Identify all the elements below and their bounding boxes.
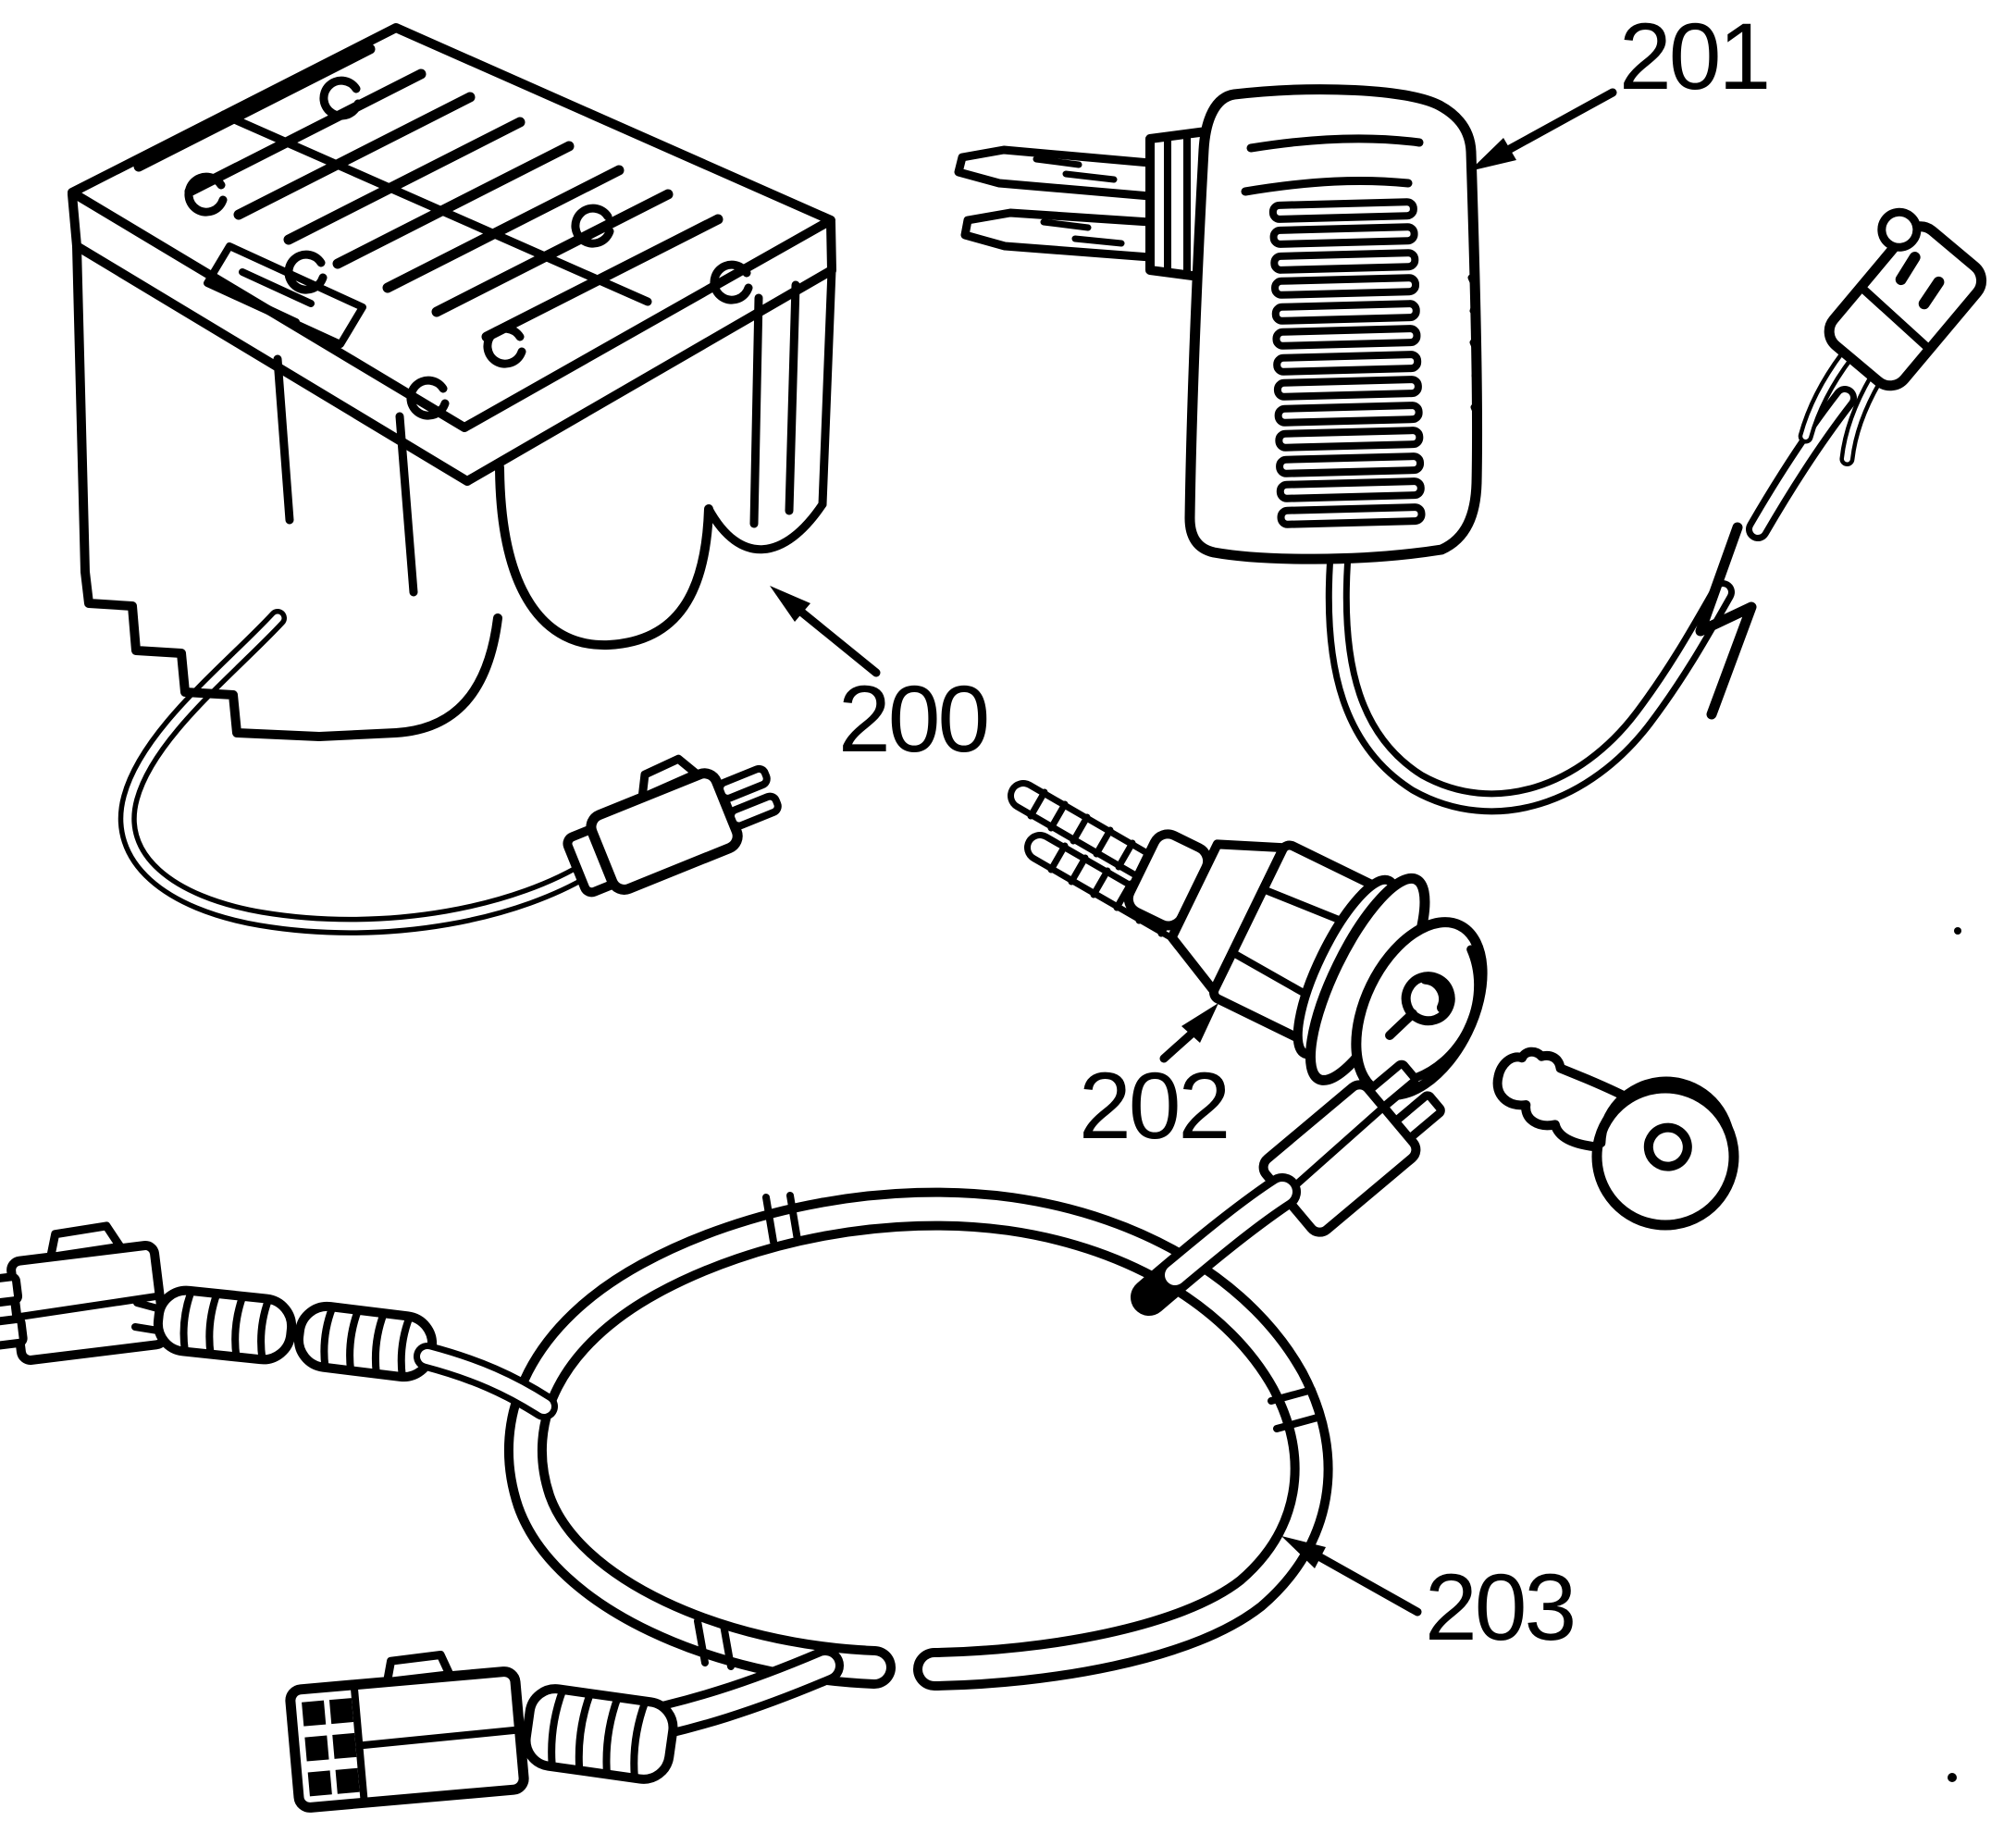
harness-ring-core bbox=[513, 1196, 1324, 1681]
connector-latch bbox=[1877, 207, 1922, 252]
sleeve-ribs bbox=[320, 1304, 414, 1381]
charger-illustration bbox=[954, 84, 1987, 815]
label-201-arrowhead bbox=[1469, 138, 1516, 171]
cable-break-symbol bbox=[1695, 522, 1757, 720]
label-200-arrowhead bbox=[770, 586, 810, 622]
battery-label-scribble bbox=[233, 268, 315, 326]
charger-top-lines bbox=[1241, 134, 1424, 196]
boot-body bbox=[521, 1684, 678, 1784]
harness-left-connector bbox=[0, 1221, 169, 1365]
key-switch-illustration bbox=[1008, 780, 1488, 1100]
battery-illustration bbox=[68, 23, 836, 935]
battery-wire-core bbox=[123, 613, 597, 931]
label-200: 200 bbox=[838, 666, 987, 772]
pin-grid bbox=[302, 1698, 360, 1797]
battery-right-panel bbox=[749, 266, 836, 528]
battery-cell-cylinder bbox=[495, 463, 713, 650]
sleeve-body bbox=[293, 1301, 438, 1382]
wiring-harness-illustration bbox=[0, 1059, 1445, 1813]
plug-block-lines bbox=[1164, 131, 1191, 279]
connector-slots bbox=[1895, 252, 1945, 310]
corrugated-sleeve bbox=[153, 1285, 297, 1365]
harness-top-connector bbox=[1258, 1059, 1445, 1237]
top-branch-tube-core bbox=[1165, 1182, 1292, 1285]
connector-seam bbox=[1280, 1103, 1388, 1200]
label-200-leader bbox=[798, 608, 881, 677]
sleeve-ticks bbox=[694, 1192, 1321, 1670]
charger-prong bbox=[954, 145, 1155, 201]
callout-200: 200 bbox=[770, 586, 990, 772]
connector-latch bbox=[382, 1651, 454, 1687]
print-speck bbox=[1948, 1773, 1957, 1782]
keyhole-shadow bbox=[1419, 972, 1450, 1013]
charger-prong bbox=[960, 208, 1155, 262]
label-203-leader bbox=[1316, 1553, 1422, 1617]
connector-latch bbox=[46, 1221, 125, 1262]
battery-top-slots bbox=[133, 43, 724, 342]
battery-connector-pin bbox=[716, 764, 771, 802]
boot-ribs bbox=[548, 1686, 649, 1781]
connector-wire-tail-core bbox=[1802, 352, 1879, 463]
callout-203: 203 bbox=[1281, 1536, 1577, 1660]
battery-panel-lines bbox=[273, 354, 418, 597]
battery-right-bottom bbox=[704, 500, 827, 554]
connector-seam bbox=[1856, 282, 1934, 353]
battery-connector bbox=[563, 754, 782, 898]
battery-connector-pin bbox=[727, 792, 782, 830]
sleeve-body bbox=[153, 1285, 297, 1365]
label-202-leader bbox=[1159, 1030, 1195, 1063]
battery-left-face-feet bbox=[72, 242, 324, 741]
label-202: 202 bbox=[1079, 1053, 1228, 1158]
label-203-arrowhead bbox=[1281, 1536, 1326, 1568]
battery-wire bbox=[117, 609, 601, 935]
harness-main-connector bbox=[285, 1651, 529, 1813]
callout-202: 202 bbox=[1079, 1003, 1231, 1158]
prong-shading bbox=[1033, 155, 1125, 247]
charger-output-connector bbox=[1798, 207, 1987, 466]
key-head-rim bbox=[1597, 1076, 1734, 1147]
sleeve-ribs bbox=[179, 1287, 273, 1363]
switch-face-rim bbox=[1412, 945, 1483, 1082]
key-illustration bbox=[1492, 1047, 1739, 1231]
connector-pin bbox=[0, 1315, 28, 1354]
battery-connector-latch bbox=[637, 754, 701, 802]
connector-pin bbox=[1392, 1091, 1445, 1142]
label-202-arrowhead bbox=[1181, 1003, 1218, 1043]
print-speck bbox=[1954, 927, 1961, 935]
battery-top-cover bbox=[68, 23, 835, 432]
connector-pin bbox=[0, 1272, 23, 1311]
charger-vents bbox=[1268, 198, 1426, 528]
charger-edge-ribs bbox=[1467, 274, 1482, 444]
corrugated-sleeve bbox=[293, 1301, 438, 1382]
charger-cord-core bbox=[1331, 557, 1728, 809]
harness-boot bbox=[521, 1684, 678, 1784]
key-hole bbox=[1643, 1122, 1692, 1171]
switch-body bbox=[1123, 829, 1488, 1100]
battery-label-plate bbox=[204, 242, 366, 348]
label-201-leader bbox=[1505, 88, 1617, 154]
connector-body bbox=[1824, 221, 1987, 391]
connector-pin bbox=[1367, 1059, 1419, 1110]
label-201: 201 bbox=[1619, 4, 1768, 109]
keyhole-slot bbox=[1385, 1009, 1417, 1040]
charger-cord-core bbox=[1752, 392, 1850, 535]
battery-front-bottom bbox=[315, 613, 502, 741]
callout-201: 201 bbox=[1469, 4, 1771, 171]
connector-face-line bbox=[350, 1680, 524, 1807]
left-branch-tube-core bbox=[420, 1349, 551, 1414]
battery-lid-lip bbox=[68, 190, 836, 486]
label-203: 203 bbox=[1425, 1555, 1574, 1660]
